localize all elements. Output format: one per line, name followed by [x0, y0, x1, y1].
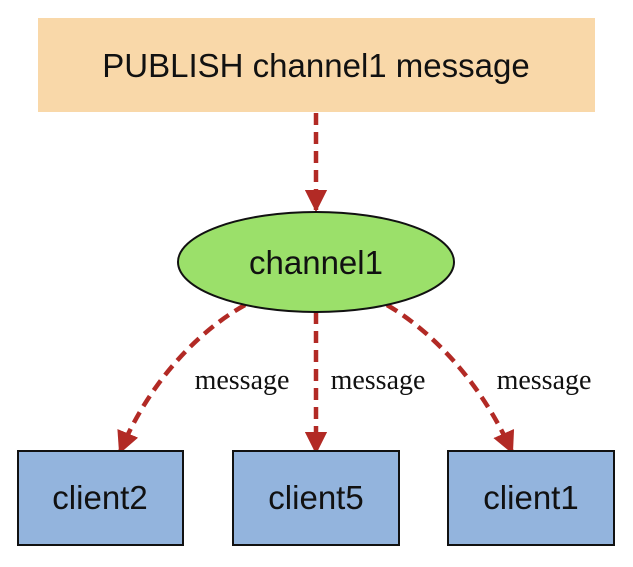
channel-label: channel1	[249, 244, 383, 281]
client-label-client1: client1	[483, 479, 578, 516]
client-label-client2: client2	[52, 479, 147, 516]
client-label-client5: client5	[268, 479, 363, 516]
client-node-client1	[447, 450, 615, 546]
edge-label-client2: message	[195, 365, 290, 396]
publish-command-box	[38, 18, 595, 112]
edge-channel-to-client1	[385, 303, 515, 455]
channel-node	[177, 211, 455, 313]
edge-label-client1: message	[497, 365, 592, 396]
edge-label-client5: message	[331, 365, 426, 396]
client-node-client5	[232, 450, 400, 546]
edge-channel-to-client2	[117, 303, 247, 455]
client-node-client2	[17, 450, 184, 546]
publish-command-label: PUBLISH channel1 message	[102, 47, 529, 84]
